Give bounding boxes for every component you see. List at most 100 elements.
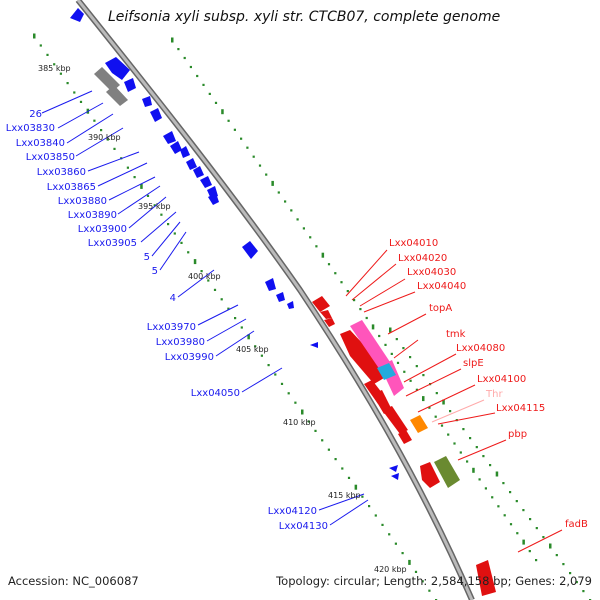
tick-dot xyxy=(422,396,425,402)
gene-label[interactable]: Lxx04080 xyxy=(456,343,505,354)
gene-label[interactable]: Lxx04115 xyxy=(496,403,545,414)
gene-label[interactable]: Lxx03980 xyxy=(156,337,205,348)
gene-minus-20[interactable] xyxy=(391,473,399,480)
gene-label[interactable]: Lxx04050 xyxy=(191,388,240,399)
gene-label[interactable]: Lxx04010 xyxy=(389,238,438,249)
gene-label[interactable]: 26 xyxy=(29,109,42,120)
gene-label[interactable]: Lxx03905 xyxy=(88,238,137,249)
tick-dot xyxy=(359,308,362,311)
gene-label[interactable]: Lxx04040 xyxy=(417,281,466,292)
gene-plus-1[interactable] xyxy=(312,296,330,312)
tick-dot xyxy=(535,559,538,562)
tick-dot xyxy=(252,155,255,158)
gene-label[interactable]: 5 xyxy=(144,252,150,263)
tick-dot xyxy=(307,420,310,423)
tick-dot xyxy=(287,392,290,395)
gene-orange-1[interactable] xyxy=(410,415,428,433)
gene-label[interactable]: Lxx03865 xyxy=(47,182,96,193)
gene-minus-19[interactable] xyxy=(389,465,398,472)
tick-dot xyxy=(160,213,163,216)
gene-plus-7[interactable] xyxy=(382,406,408,434)
tick-dot xyxy=(482,455,485,458)
tick-dot xyxy=(497,505,500,508)
gene-label[interactable]: 4 xyxy=(170,293,176,304)
tick-dot xyxy=(395,338,398,341)
gene-label[interactable]: Lxx03970 xyxy=(147,322,196,333)
tick-dot xyxy=(569,572,572,575)
gene-plus-4[interactable] xyxy=(340,330,384,384)
gene-minus-3[interactable] xyxy=(124,78,136,92)
gene-plus-3[interactable] xyxy=(324,318,335,327)
gene-minus-5[interactable] xyxy=(150,108,162,122)
gene-label[interactable]: Thr xyxy=(485,389,503,400)
tick-dot xyxy=(396,361,400,364)
gene-minus-6[interactable] xyxy=(163,131,176,144)
gene-label[interactable]: Lxx03850 xyxy=(26,152,75,163)
tick-dot xyxy=(227,119,230,122)
tick-dot xyxy=(384,343,387,346)
gene-minus-9[interactable] xyxy=(186,158,197,170)
gene-label[interactable]: Lxx03900 xyxy=(78,224,127,235)
tick-dot xyxy=(346,290,349,293)
tick-dot xyxy=(213,288,217,291)
gene-label[interactable]: topA xyxy=(429,303,452,314)
tick-dot xyxy=(193,259,197,265)
tick-dot xyxy=(227,307,230,310)
gene-label[interactable]: pbp xyxy=(508,429,527,440)
gene-minus-8[interactable] xyxy=(180,146,190,158)
gene-label[interactable]: Lxx03830 xyxy=(6,123,55,134)
gene-olive-1[interactable] xyxy=(434,456,460,488)
tick-dot xyxy=(247,334,250,340)
gene-label[interactable]: 5 xyxy=(152,266,158,277)
tick-dot xyxy=(469,437,472,440)
gene-minus-4[interactable] xyxy=(142,96,152,107)
gene-label[interactable]: tmk xyxy=(446,329,466,340)
gene-minus-15[interactable] xyxy=(265,278,276,291)
gene-label[interactable]: Lxx03840 xyxy=(16,138,65,149)
tick-dot xyxy=(240,326,243,329)
gene-rna-1[interactable] xyxy=(350,320,390,370)
tick-dot xyxy=(258,164,262,167)
gene-minus-18[interactable] xyxy=(310,342,318,348)
gene-label[interactable]: Lxx04030 xyxy=(407,267,456,278)
tick-dot xyxy=(472,467,475,473)
gene-label[interactable]: Lxx03990 xyxy=(165,352,214,363)
gene-label[interactable]: Lxx03880 xyxy=(58,196,107,207)
tick-dot xyxy=(462,428,465,431)
gene-minus-7[interactable] xyxy=(170,141,182,154)
tick-dot xyxy=(221,109,224,115)
gene-label[interactable]: fadB xyxy=(565,519,588,530)
gene-plus-10[interactable] xyxy=(476,560,496,596)
gene-plus-9[interactable] xyxy=(420,462,440,488)
gene-minus-17[interactable] xyxy=(287,301,294,309)
gene-minus-16[interactable] xyxy=(276,292,285,302)
tick-dot xyxy=(371,324,375,330)
tick-dot xyxy=(146,194,150,197)
gene-label[interactable]: Lxx04100 xyxy=(477,374,526,385)
gene-label[interactable]: Lxx04130 xyxy=(279,521,328,532)
gene-minus-2[interactable] xyxy=(105,57,130,80)
gene-minus-10[interactable] xyxy=(193,166,204,178)
tick-dot xyxy=(196,74,199,78)
tick-dot xyxy=(509,523,513,526)
gene-plus-2[interactable] xyxy=(320,310,332,319)
tick-dot xyxy=(183,56,186,60)
gene-label[interactable]: Lxx04120 xyxy=(268,506,317,517)
tick-dot xyxy=(449,410,452,413)
gene-plus-8[interactable] xyxy=(398,430,412,444)
gene-label[interactable]: Lxx03890 xyxy=(68,210,117,221)
gene-minus-14[interactable] xyxy=(242,241,258,259)
tick-dot xyxy=(434,415,437,418)
tick-dot xyxy=(466,460,469,463)
gene-hypothetical-2[interactable] xyxy=(106,85,128,106)
gene-minus-1[interactable] xyxy=(70,8,84,22)
tick-dot xyxy=(79,100,83,103)
gene-label[interactable]: Lxx04020 xyxy=(398,253,447,264)
gene-minus-13[interactable] xyxy=(208,193,219,205)
tick-dot xyxy=(562,563,565,566)
gene-label[interactable]: Lxx03860 xyxy=(37,167,86,178)
gene-minus-11[interactable] xyxy=(200,176,212,188)
tick-dot xyxy=(422,374,425,377)
gene-label[interactable]: slpE xyxy=(463,358,484,369)
gene-cyan-1[interactable] xyxy=(377,363,396,380)
